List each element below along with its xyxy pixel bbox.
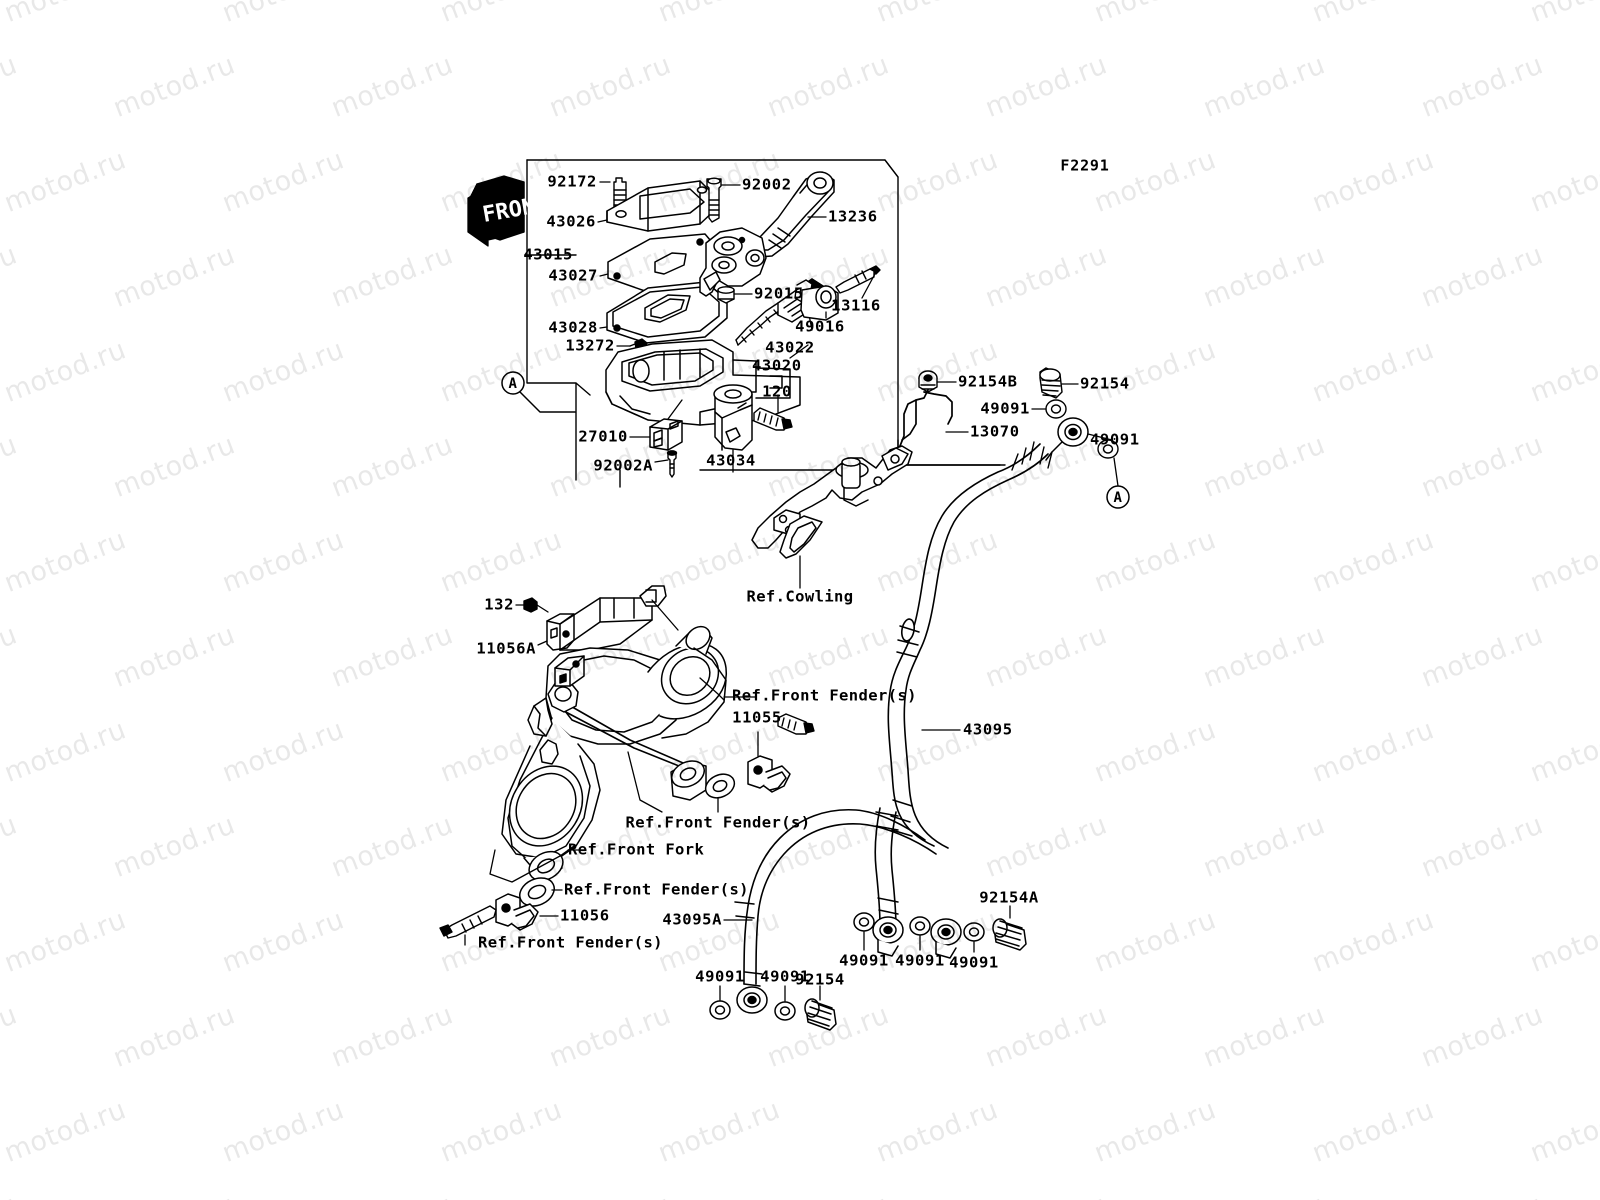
- part-label-92002A: 92002A: [593, 456, 653, 475]
- part-label-132: 132: [484, 595, 514, 614]
- part-11055-clamp: [747, 755, 791, 793]
- part-label-13070: 13070: [970, 422, 1020, 441]
- front-arrow-icon: [467, 175, 525, 247]
- part-label-92154-bot: 92154: [795, 970, 845, 989]
- leader-front-fender-2: [627, 751, 663, 813]
- part-label-92154A: 92154A: [979, 888, 1039, 907]
- leader-11056A-2: [651, 599, 679, 631]
- part-13116-pushrod: [835, 265, 881, 294]
- part-lower-fender-bushing: [519, 877, 555, 907]
- leader-front-fork: [489, 845, 575, 883]
- part-label-43020: 43020: [752, 356, 802, 375]
- part-92154-top-bolt: [1039, 367, 1063, 399]
- part-92015-nut: [717, 286, 735, 304]
- leader-92002A: [654, 459, 669, 463]
- part-43026-cap: [606, 180, 717, 232]
- diagram-code: F2291: [1060, 156, 1110, 175]
- part-11055-bolt: [777, 713, 815, 735]
- part-lever-perch: [699, 227, 767, 297]
- part-132-screw: [523, 597, 549, 613]
- bottom-fitting-group-left: [709, 986, 837, 1031]
- leader-front-fender-1: [699, 677, 725, 701]
- part-label-13116: 13116: [831, 296, 881, 315]
- leader-11056A: [537, 640, 548, 646]
- part-label-92154B: 92154B: [958, 372, 1018, 391]
- leader-43027: [599, 273, 609, 277]
- part-11056-bolt: [439, 905, 497, 939]
- part-label-49091-b1: 49091: [695, 967, 745, 986]
- part-label-49091-t2: 49091: [1090, 430, 1140, 449]
- callout-circle-a-upper: [501, 371, 525, 395]
- leader-49091-t2: [1087, 433, 1113, 441]
- part-43095A-hose: [734, 808, 937, 987]
- part-49091-washer-t2: [1097, 439, 1119, 459]
- ref-label-front-fender-3: Ref.Front Fender(s): [564, 880, 749, 899]
- part-49091-washer-t1: [1045, 399, 1067, 419]
- part-label-11055: 11055: [732, 708, 782, 727]
- part-27010-switch: [649, 418, 683, 451]
- leader-43028: [599, 326, 608, 329]
- ref-label-front-fender-2: Ref.Front Fender(s): [625, 813, 811, 832]
- part-upper-fender-bushing: [670, 760, 736, 801]
- part-label-27010: 27010: [578, 427, 628, 446]
- callout-letter-a-upper: A: [508, 376, 518, 392]
- part-label-49091-b5: 49091: [949, 953, 999, 972]
- part-label-49016: 49016: [795, 317, 845, 336]
- leader-13116: [861, 271, 877, 299]
- part-label-13272: 13272: [565, 336, 615, 355]
- hose-banjo-fitting-top: [1045, 417, 1089, 461]
- part-label-92154-top: 92154: [1080, 374, 1130, 393]
- part-label-43027: 43027: [548, 266, 598, 285]
- part-label-11056A: 11056A: [476, 639, 536, 658]
- bottom-fitting-group-right: [853, 912, 1027, 959]
- part-11056-clamp: [495, 893, 539, 931]
- part-label-92015: 92015: [754, 284, 804, 303]
- part-label-49091-b4: 49091: [895, 951, 945, 970]
- callout-leader-a-right: [1113, 457, 1119, 487]
- part-label-120: 120: [762, 382, 792, 401]
- assembly-boundary-diagonal: [884, 159, 899, 178]
- part-label-92172: 92172: [547, 172, 597, 191]
- part-label-49091-b3: 49091: [839, 951, 889, 970]
- callout-leader-a-upper: [519, 391, 576, 413]
- part-label-43095A: 43095A: [662, 910, 722, 929]
- part-label-43095: 43095: [963, 720, 1013, 739]
- part-43095-hose: [887, 441, 1053, 849]
- ref-label-front-fork: Ref.Front Fork: [568, 840, 705, 859]
- part-label-43028: 43028: [548, 318, 598, 337]
- part-cowling-bracket: [751, 445, 913, 559]
- leader-43026: [597, 219, 608, 223]
- callout-letter-a-right: A: [1113, 490, 1123, 506]
- leader-43020: [789, 344, 809, 359]
- part-label-43026: 43026: [546, 212, 596, 231]
- part-49016-boot: [800, 285, 839, 321]
- part-label-11056: 11056: [560, 906, 610, 925]
- part-label-43015: 43015: [523, 245, 573, 264]
- part-middle-hose: [874, 807, 899, 929]
- part-label-43022: 43022: [765, 338, 815, 357]
- part-13236-lever: [751, 171, 835, 258]
- part-label-49091-b2: 49091: [760, 967, 810, 986]
- leader-front-fender-1b: [723, 689, 757, 698]
- part-front-fork-assembly: [501, 625, 728, 882]
- ref-label-front-fender-4: Ref.Front Fender(s): [478, 933, 663, 952]
- part-92154B-bolt: [918, 370, 938, 393]
- part-label-13236: 13236: [828, 207, 878, 226]
- assembly-boundary-43015-lower: [526, 159, 621, 488]
- part-13070-guide: [891, 389, 953, 453]
- part-120-bolt: [753, 407, 793, 431]
- leader-27010-up: [667, 399, 683, 420]
- part-43034-piston: [713, 384, 753, 451]
- ref-label-front-fender-1: Ref.Front Fender(s): [732, 686, 917, 705]
- part-label-92002: 92002: [742, 175, 792, 194]
- part-label-43034: 43034: [706, 451, 756, 470]
- ref-label-cowling: Ref.Cowling: [746, 587, 854, 606]
- part-label-49091-t1: 49091: [980, 399, 1030, 418]
- part-92002-bolt: [706, 177, 722, 223]
- part-92002A-screw: [666, 450, 678, 478]
